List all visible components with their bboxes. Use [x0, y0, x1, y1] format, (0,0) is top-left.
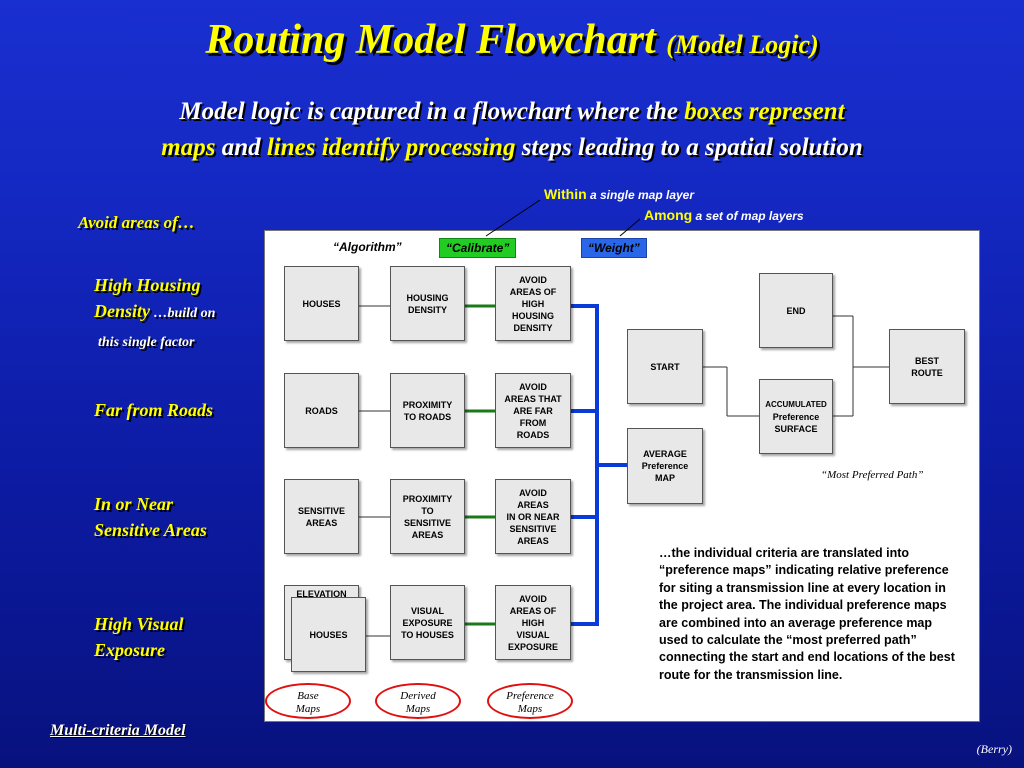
preference-maps-oval: Preference Maps	[487, 683, 573, 719]
housing-label-2: Density	[94, 301, 150, 321]
sensitive-areas-box: SENSITIVE AREAS	[284, 479, 359, 554]
among-key: Among	[644, 207, 693, 223]
within-text: a single map layer	[586, 188, 695, 202]
proximity-roads-box: PROXIMITY TO ROADS	[390, 373, 465, 448]
end-box: END	[759, 273, 833, 348]
weight-header: “Weight”	[581, 238, 647, 258]
among-text: a set of map layers	[692, 209, 804, 223]
accumulated-surface-box: ACCUMULATED Preference SURFACE	[759, 379, 833, 454]
subtitle-highlight-2: maps	[161, 134, 216, 161]
sensitive-label: In or Near Sensitive Areas	[94, 491, 207, 543]
avoid-label: Avoid areas of…	[78, 213, 195, 232]
sensitive-label-1: In or Near	[94, 494, 174, 514]
title-sub: (Model Logic)	[666, 30, 819, 59]
housing-label-3: this single factor	[98, 335, 195, 350]
avoid-high-housing-box: AVOID AREAS OF HIGH HOUSING DENSITY	[495, 266, 571, 341]
houses-overlay-box: HOUSES	[291, 597, 366, 672]
housing-build: …build on	[150, 306, 216, 321]
avoid-far-roads-box: AVOID AREAS THAT ARE FAR FROM ROADS	[495, 373, 571, 448]
within-key: Within	[544, 186, 587, 202]
among-note: Among a set of map layers	[644, 207, 804, 223]
algorithm-header: “Algorithm”	[333, 240, 402, 254]
roads-box: ROADS	[284, 373, 359, 448]
housing-density-box: HOUSING DENSITY	[390, 266, 465, 341]
accumulated-surface-label: Preference SURFACE	[772, 411, 820, 434]
page-title: Routing Model Flowchart (Model Logic)	[0, 16, 1024, 64]
avoid-visual-box: AVOID AREAS OF HIGH VISUAL EXPOSURE	[495, 585, 571, 660]
avoid-sensitive-box: AVOID AREAS IN OR NEAR SENSITIVE AREAS	[495, 479, 571, 554]
title-main: Routing Model Flowchart	[205, 17, 656, 63]
subtitle: Model logic is captured in a flowchart w…	[20, 94, 1004, 166]
subtitle-text-2: and	[215, 134, 267, 161]
subtitle-highlight-3: lines identify processing	[266, 134, 516, 161]
accumulated-label: ACCUMULATED	[765, 399, 827, 409]
author-credit: (Berry)	[976, 742, 1012, 756]
subtitle-text-3: steps leading to a spatial solution	[515, 134, 863, 161]
start-box: START	[627, 329, 703, 404]
base-maps-oval: Base Maps	[265, 683, 351, 719]
multi-criteria-model-link[interactable]: Multi-criteria Model	[50, 722, 186, 739]
visual-label: High Visual Exposure	[94, 611, 184, 663]
proximity-sensitive-box: PROXIMITY TO SENSITIVE AREAS	[390, 479, 465, 554]
visual-exposure-box: VISUAL EXPOSURE TO HOUSES	[390, 585, 465, 660]
derived-maps-oval: Derived Maps	[375, 683, 461, 719]
roads-label: Far from Roads	[94, 400, 214, 420]
within-note: Within a single map layer	[544, 186, 694, 202]
housing-label-1: High Housing	[94, 275, 201, 295]
houses-box: HOUSES	[284, 266, 359, 341]
average-preference-box: AVERAGE Preference MAP	[627, 428, 703, 504]
housing-label: High Housing Density …build on this sing…	[94, 272, 215, 356]
sensitive-label-2: Sensitive Areas	[94, 520, 207, 540]
explanation-paragraph: …the individual criteria are translated …	[659, 546, 955, 682]
subtitle-text-1: Model logic is captured in a flowchart w…	[179, 98, 685, 125]
within-callout	[485, 199, 541, 237]
among-callout	[619, 218, 641, 237]
best-route-box: BEST ROUTE	[889, 329, 965, 404]
visual-label-1: High Visual	[94, 614, 184, 634]
most-preferred-path-label: “Most Preferred Path”	[821, 469, 924, 481]
calibrate-header: “Calibrate”	[439, 238, 517, 258]
flowchart-panel: “Algorithm” “Calibrate” “Weight” HOUSES …	[264, 230, 980, 722]
visual-label-2: Exposure	[94, 640, 166, 660]
subtitle-highlight-1: boxes represent	[684, 98, 845, 125]
